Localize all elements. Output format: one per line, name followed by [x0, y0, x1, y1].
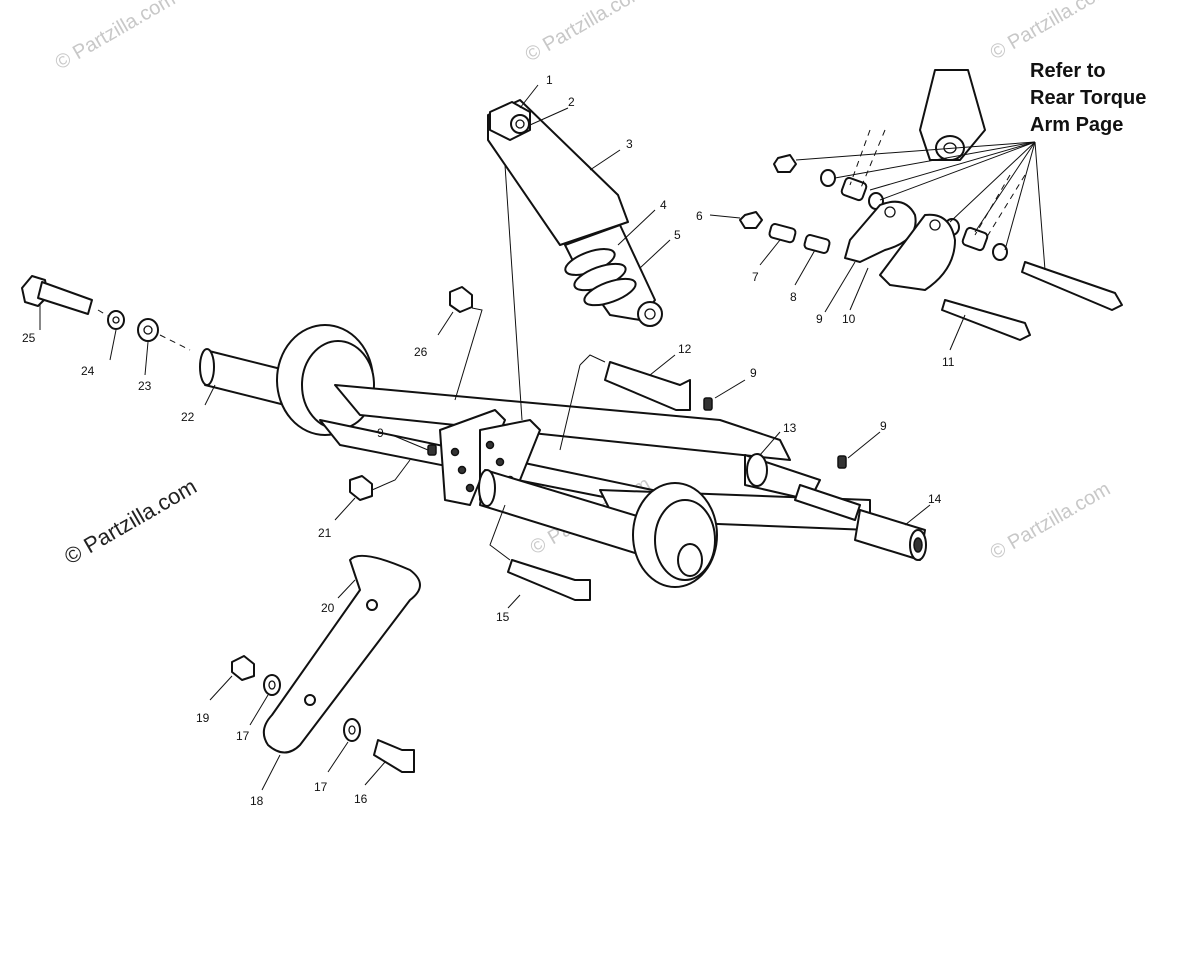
callout-24: 24 — [81, 364, 95, 378]
callout-4: 4 — [660, 198, 667, 212]
reference-note: Refer to Rear Torque Arm Page — [1030, 60, 1146, 136]
callout-7: 7 — [752, 270, 759, 284]
callout-26: 26 — [414, 345, 428, 359]
callout-9-right: 9 — [880, 419, 887, 433]
note-line-3: Arm Page — [1030, 114, 1123, 136]
callout-19: 19 — [196, 711, 210, 725]
callout-9-bracket: 9 — [816, 312, 823, 326]
note-line-1: Refer to — [1030, 60, 1106, 82]
callout-5: 5 — [674, 228, 681, 242]
shock-absorber — [487, 99, 663, 327]
callout-9-upper: 9 — [750, 366, 757, 380]
watermark-left: © Partzilla.com — [60, 474, 201, 570]
callout-18: 18 — [250, 794, 264, 808]
callout-23: 23 — [138, 379, 152, 393]
callout-2: 2 — [568, 95, 575, 109]
callout-21: 21 — [318, 526, 332, 540]
callout-17-upper: 17 — [236, 729, 250, 743]
callout-20: 20 — [321, 601, 335, 615]
callout-11: 11 — [942, 355, 955, 369]
note-line-2: Rear Torque — [1030, 87, 1146, 109]
lower-link — [231, 554, 421, 773]
watermark-right: © Partzilla.com — [987, 478, 1115, 564]
callout-15: 15 — [496, 610, 510, 624]
callout-6: 6 — [696, 209, 703, 223]
callout-16: 16 — [354, 792, 368, 806]
callout-9-left: 9 — [377, 426, 384, 440]
callout-10: 10 — [842, 312, 856, 326]
callout-numbers: 1 2 3 4 5 6 7 8 9 10 11 12 9 13 9 14 9 1… — [22, 73, 955, 808]
watermark-top-left: © Partzilla.com — [52, 0, 180, 74]
callout-1: 1 — [546, 73, 553, 87]
callout-3: 3 — [626, 137, 633, 151]
upper-mount-assembly — [739, 69, 1123, 341]
callout-8: 8 — [790, 290, 797, 304]
callout-17-lower: 17 — [314, 780, 328, 794]
callout-13: 13 — [783, 421, 797, 435]
callout-25: 25 — [22, 331, 36, 345]
callout-22: 22 — [181, 410, 195, 424]
callout-12: 12 — [678, 342, 692, 356]
callout-leaders — [39, 84, 966, 791]
watermark-top-right: © Partzilla.com — [987, 0, 1115, 64]
torque-arm-frame — [199, 164, 927, 601]
watermark-top-center: © Partzilla.com — [522, 0, 650, 66]
callout-14: 14 — [928, 492, 942, 506]
left-hardware — [21, 275, 191, 351]
